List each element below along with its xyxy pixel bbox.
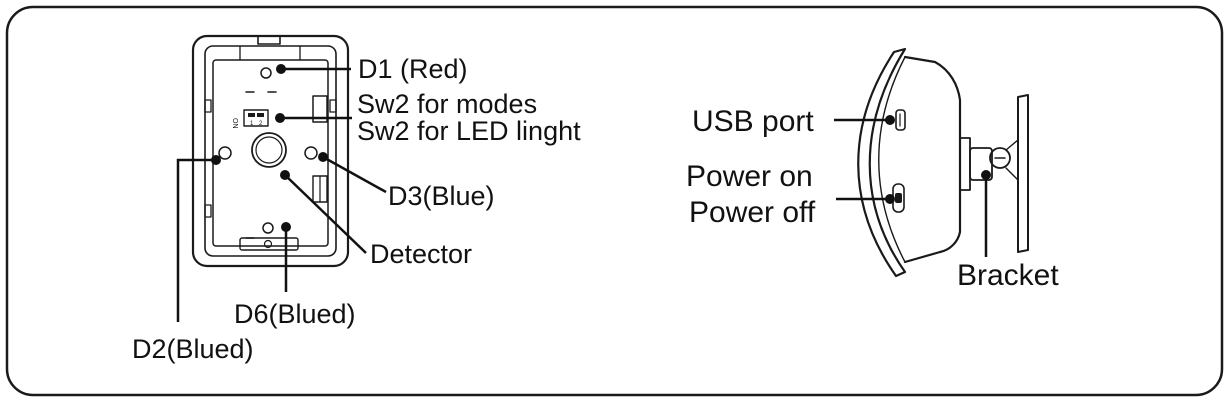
dip-switch-mark-2: 2 — [259, 121, 263, 127]
usb-port — [895, 109, 906, 131]
callout-dot-usb-port — [885, 115, 895, 125]
side-clip-right-top — [329, 99, 337, 113]
outer-frame — [5, 5, 1224, 397]
left-callouts — [176, 64, 387, 322]
detector-lens-inner — [255, 136, 283, 164]
label-sw2-modes: Sw2 for modes — [357, 89, 537, 119]
leader-d3 — [322, 155, 387, 194]
leader-d2 — [176, 158, 216, 322]
bottom-terminal-screw — [263, 239, 273, 249]
device-body-inner-curve — [878, 56, 906, 263]
led-d6 — [262, 222, 274, 234]
detector-lens-outer — [251, 132, 287, 168]
led-d1 — [260, 67, 272, 79]
bracket-wall-plate — [1017, 94, 1029, 253]
right-callouts — [834, 115, 991, 257]
label-power-off: Power off — [689, 196, 816, 229]
housing-front-view: ON 1 2 — [191, 34, 350, 268]
label-d1: D1 (Red) — [358, 54, 468, 84]
led-d2 — [218, 146, 232, 160]
label-d6: D6(Blued) — [234, 299, 356, 329]
label-power-on: Power on — [686, 160, 813, 193]
device-side-view — [857, 47, 1029, 278]
housing-inner-wall — [204, 45, 337, 257]
leader-detector — [284, 174, 367, 254]
label-d2: D2(Blued) — [132, 334, 254, 364]
led-d3 — [304, 146, 318, 160]
bracket-struts — [1005, 139, 1019, 181]
dip-switch-sw2: ON 1 2 — [231, 109, 269, 129]
dip-switch-mark-1: 1 — [250, 121, 254, 127]
board-connector — [312, 95, 328, 123]
label-usb-port: USB port — [692, 105, 814, 138]
side-clip-left-bottom — [204, 204, 212, 218]
callout-dot-bracket — [981, 170, 991, 180]
power-switch-knob — [895, 193, 902, 203]
label-detector: Detector — [370, 239, 472, 269]
dip-switch-on-mark: ON — [231, 118, 238, 129]
bracket-pivot — [989, 147, 1011, 169]
housing-top-notch — [257, 35, 281, 45]
label-sw2-led: Sw2 for LED linght — [357, 116, 581, 146]
bottom-terminal — [239, 237, 299, 251]
label-d3: D3(Blue) — [388, 181, 495, 211]
label-bracket: Bracket — [957, 259, 1059, 292]
callout-dot-power — [885, 194, 895, 204]
side-clip-left-top — [204, 99, 212, 113]
device-front-face — [857, 47, 907, 278]
